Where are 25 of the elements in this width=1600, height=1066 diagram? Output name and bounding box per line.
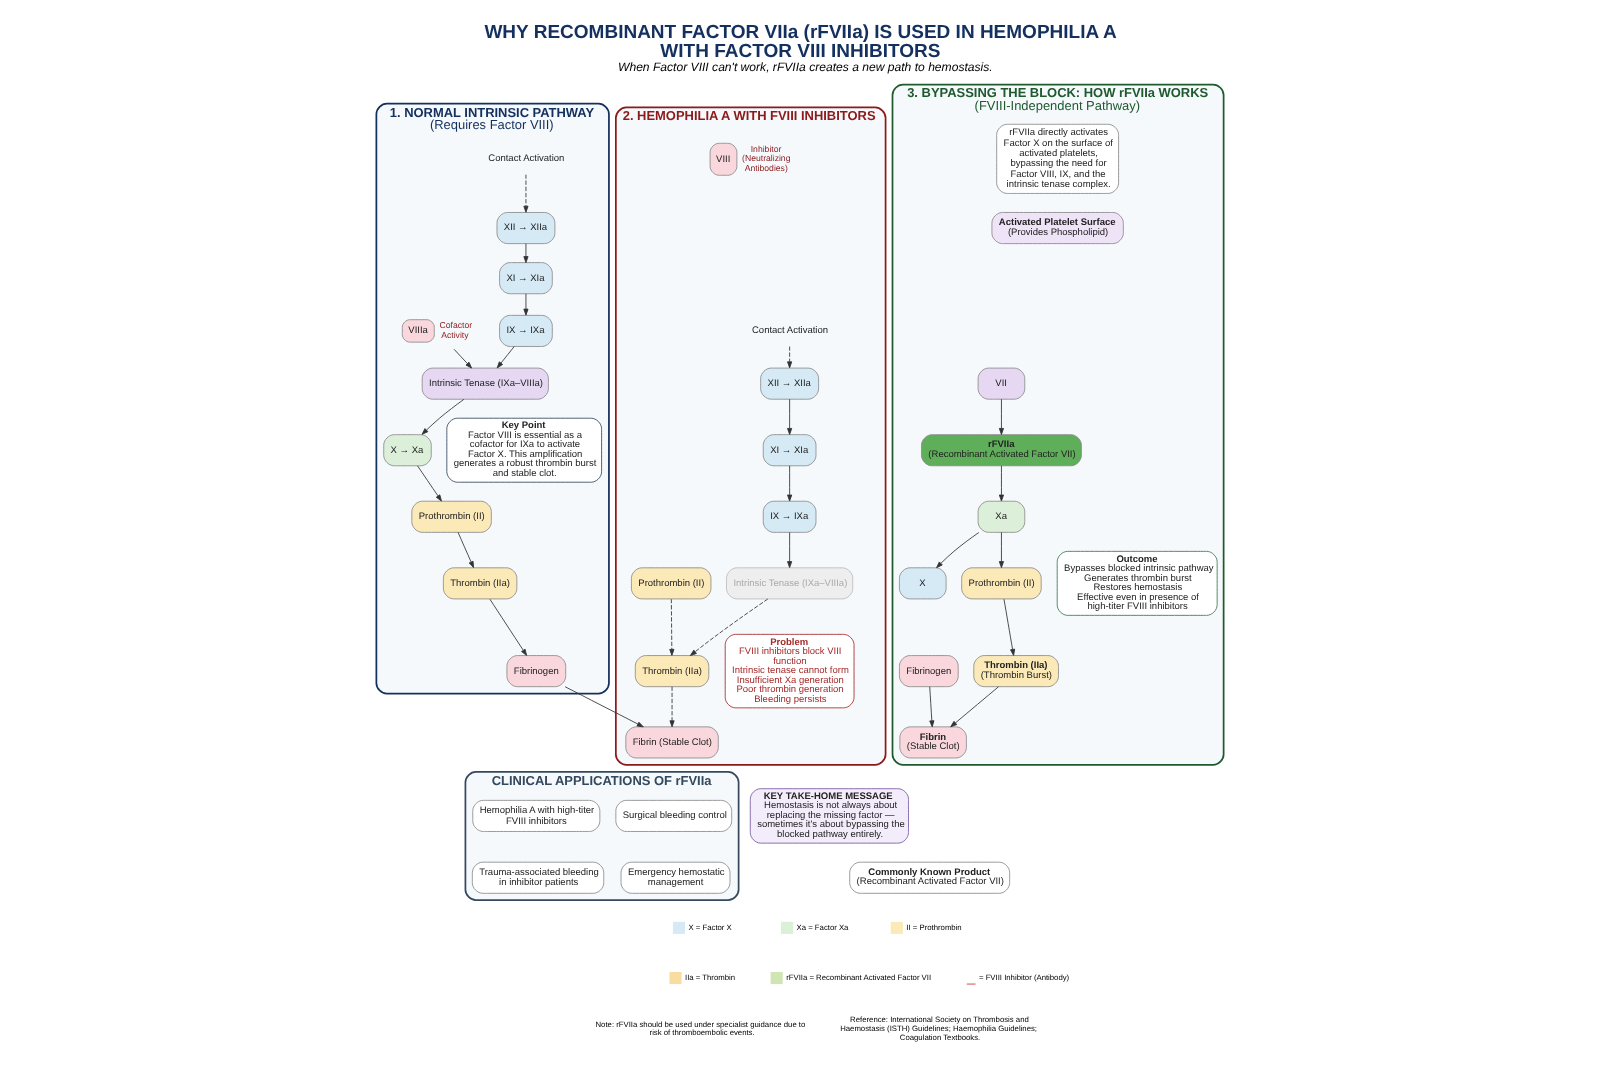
arrow: [1003, 598, 1016, 656]
arrow: [669, 686, 675, 728]
arrow: [523, 174, 529, 213]
diagram-title: WHY RECOMBINANT FACTOR VIIa (rFVIIa) IS USED IN HEMOPHILIA A WITH FACTOR VIII INHIBITORS: [484, 22, 1117, 64]
arrow: [787, 531, 793, 569]
arrow: [998, 465, 1004, 502]
arrow: [787, 398, 793, 435]
arrow: [950, 686, 999, 728]
arrow: [489, 598, 528, 656]
arrow: [523, 293, 529, 316]
arrow: [936, 532, 980, 569]
arrow: [417, 465, 442, 502]
arrow: [453, 348, 473, 369]
arrow: [496, 346, 515, 369]
arrow: [689, 598, 769, 656]
arrow: [787, 465, 793, 502]
arrow: [564, 686, 644, 728]
arrow: [523, 243, 529, 264]
arrow: [998, 398, 1004, 435]
arrow: [998, 531, 1004, 569]
arrow: [787, 346, 793, 369]
arrow: [421, 398, 465, 435]
arrow: [457, 531, 474, 569]
arrow: [929, 686, 935, 728]
arrow: [669, 598, 675, 656]
